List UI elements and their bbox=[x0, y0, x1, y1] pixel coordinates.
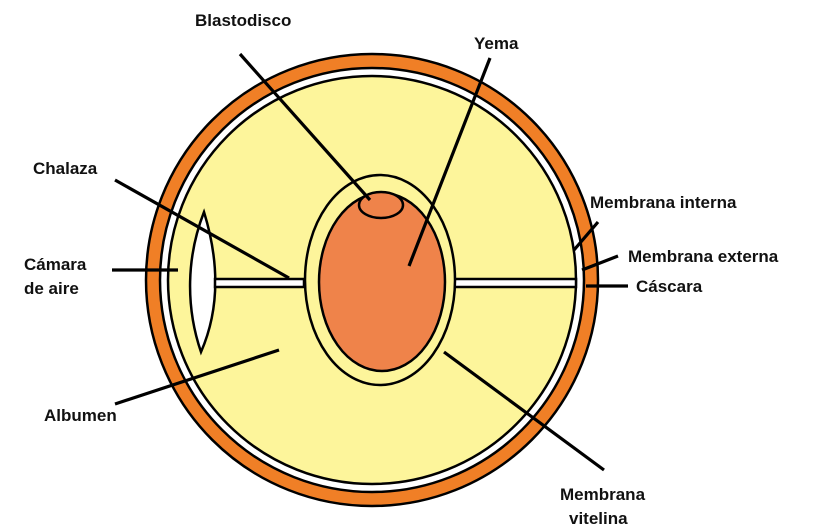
label-camara-line1: Cámara bbox=[24, 255, 87, 274]
label-vitelina-line1: Membrana bbox=[560, 485, 646, 504]
label-cascara: Cáscara bbox=[636, 277, 703, 296]
label-chalaza: Chalaza bbox=[33, 159, 98, 178]
label-blastodisco: Blastodisco bbox=[195, 11, 291, 30]
chalaza-left bbox=[215, 279, 304, 287]
label-camara-line2: de aire bbox=[24, 279, 79, 298]
label-membrana-externa: Membrana externa bbox=[628, 247, 779, 266]
label-yema: Yema bbox=[474, 34, 519, 53]
label-membrana-interna: Membrana interna bbox=[590, 193, 737, 212]
label-albumen: Albumen bbox=[44, 406, 117, 425]
label-vitelina-line2: vitelina bbox=[569, 509, 628, 528]
chalaza-right bbox=[451, 279, 576, 287]
